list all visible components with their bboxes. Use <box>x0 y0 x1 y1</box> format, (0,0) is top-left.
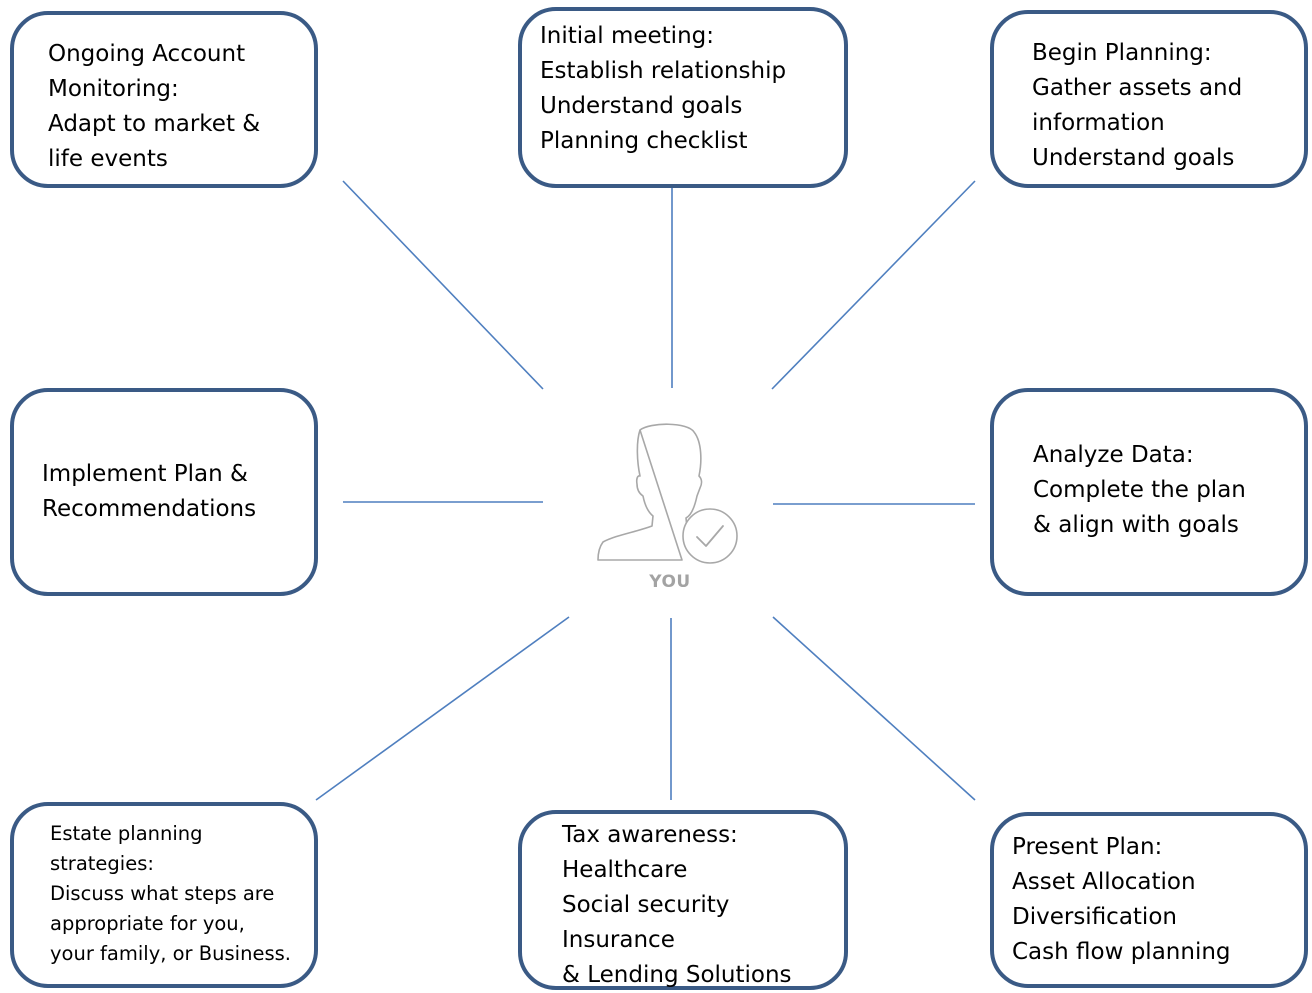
step-line: Present Plan: <box>1012 834 1163 860</box>
connector-estate <box>315 616 570 801</box>
step-line: information <box>1032 110 1165 136</box>
checkmark-icon <box>682 508 738 564</box>
step-box-present-plan: Present Plan: Asset Allocation Diversifi… <box>990 812 1308 988</box>
step-line: Implement Plan & <box>42 461 248 487</box>
step-line: Asset Allocation <box>1012 869 1196 895</box>
connector-ongoing <box>342 180 544 390</box>
step-box-implement-plan: Implement Plan & Recommendations <box>10 388 318 596</box>
connector-begin <box>771 180 976 390</box>
step-line: Social security <box>562 892 730 918</box>
step-line: Begin Planning: <box>1032 40 1212 66</box>
step-line: appropriate for you, <box>50 912 245 935</box>
step-line: Estate planning <box>50 822 203 845</box>
step-line: Diversification <box>1012 904 1177 930</box>
step-line: Adapt to market & <box>48 111 261 137</box>
step-line: & Lending Solutions <box>562 962 792 988</box>
step-line: Tax awareness: <box>562 822 738 848</box>
step-box-ongoing-monitoring: Ongoing Account Monitoring: Adapt to mar… <box>10 11 318 188</box>
step-box-analyze-data: Analyze Data: Complete the plan & align … <box>990 388 1308 596</box>
step-line: Initial meeting: <box>540 23 714 49</box>
you-avatar <box>597 423 738 564</box>
step-line: Complete the plan <box>1033 477 1246 503</box>
step-line: your family, or Business. <box>50 942 291 965</box>
step-line: Healthcare <box>562 857 688 883</box>
step-line: Planning checklist <box>540 128 748 154</box>
step-box-estate-planning: Estate planning strategies: Discuss what… <box>10 802 318 988</box>
step-box-initial-meeting: Initial meeting: Establish relationship … <box>518 7 848 188</box>
step-line: Gather assets and <box>1032 75 1243 101</box>
step-line: & align with goals <box>1033 512 1239 538</box>
connector-present <box>772 616 976 801</box>
step-line: life events <box>48 146 168 172</box>
step-line: Understand goals <box>1032 145 1235 171</box>
step-line: Recommendations <box>42 496 257 522</box>
step-line: Analyze Data: <box>1033 442 1194 468</box>
step-line: Establish relationship <box>540 58 787 84</box>
step-line: Ongoing Account <box>48 41 246 67</box>
step-line: Discuss what steps are <box>50 882 275 905</box>
you-label: YOU <box>649 572 691 592</box>
step-line: Insurance <box>562 927 675 953</box>
step-line: Cash flow planning <box>1012 939 1231 965</box>
step-line: Understand goals <box>540 93 743 119</box>
step-line: strategies: <box>50 852 154 875</box>
step-box-begin-planning: Begin Planning: Gather assets and inform… <box>990 10 1308 188</box>
step-box-tax-awareness: Tax awareness: Healthcare Social securit… <box>518 810 848 990</box>
step-line: Monitoring: <box>48 76 179 102</box>
